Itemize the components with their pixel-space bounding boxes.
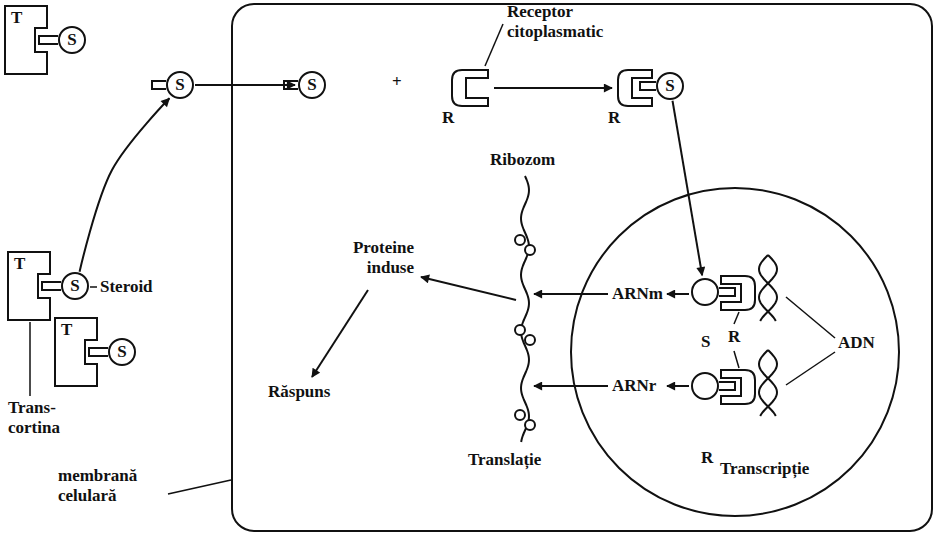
leader-line [29, 322, 31, 396]
ribosome-subunit [515, 325, 525, 335]
transport-arrow [534, 385, 608, 387]
transcription-arrow [667, 293, 689, 295]
molecule-circle: S [691, 278, 719, 306]
transcortin-letter: T [14, 254, 25, 274]
transcortin-shape [55, 318, 97, 386]
translation-arrow [421, 277, 516, 300]
dna-helix [759, 255, 777, 416]
transcortin-letter: T [11, 8, 22, 28]
molecule-circle: S [108, 338, 136, 366]
transcortin-shape [8, 252, 50, 320]
pathway-arrow [195, 84, 295, 86]
molecule-circle: S [58, 26, 86, 54]
ribosome-subunit [515, 410, 525, 420]
leader-line [734, 351, 739, 368]
receptor-shape [618, 70, 652, 106]
ribosome-strand [515, 176, 535, 442]
receptor-letter: R [608, 108, 620, 128]
dna-strand [759, 255, 777, 321]
node-text: R [701, 448, 713, 468]
node-text: S [117, 342, 126, 362]
receptor-label: Receptor citoplasmatic [507, 2, 637, 41]
node-text: S [701, 332, 710, 352]
steroid-label: Steroid [100, 277, 153, 297]
translation-label: Translație [468, 450, 541, 470]
response-arrow [312, 290, 368, 377]
ribosome-subunit [525, 335, 535, 345]
node-text: ADN [838, 333, 875, 353]
steroid-stalk [89, 348, 108, 356]
rna-label: ARNm [612, 284, 663, 304]
cell-membrane [232, 4, 932, 531]
node-text: S [307, 75, 316, 95]
molecule-circle: S [656, 72, 684, 100]
transcription-arrow [667, 385, 689, 387]
node-text: S [70, 276, 79, 296]
nucleus-circle: ADNTranscripțieSR [570, 187, 900, 517]
leader-line [90, 286, 97, 288]
dna-strand [759, 350, 777, 416]
receptor-letter: R [442, 108, 454, 128]
steroid-stalk [42, 282, 61, 290]
molecule-circle: S [61, 272, 89, 300]
receptor-shape [721, 276, 755, 310]
plus-sign: + [392, 72, 402, 92]
ribosome-subunit [525, 420, 535, 430]
transcortin-shape [5, 6, 47, 74]
molecule-circle: R [691, 372, 719, 400]
node-text: S [175, 75, 184, 95]
ribosome-subunit [515, 235, 525, 245]
rna-label: ARNr [612, 376, 656, 396]
dna-strand [759, 255, 777, 321]
receptor-stalk [719, 382, 735, 390]
protein-label: Proteine induse [326, 238, 414, 277]
pathway-arrow [673, 101, 703, 275]
steroid-stalk [39, 36, 58, 44]
pathway-arrow [80, 98, 170, 271]
steroid-stalk [152, 81, 166, 89]
transport-arrow [534, 293, 608, 295]
node-text: S [67, 30, 76, 50]
steroid-stalk [719, 288, 735, 296]
ribosome-label: Ribozom [490, 150, 555, 170]
dna-strand [759, 350, 777, 416]
transcortin-letter: T [61, 320, 72, 340]
membrane-label: membrană celulară [58, 466, 163, 505]
molecule-circle: S [166, 71, 194, 99]
receptor-shape [452, 70, 488, 106]
leader-line [485, 24, 503, 66]
node-text: Transcripție [720, 459, 809, 479]
node-text: S [665, 76, 674, 96]
leader-line [786, 297, 835, 338]
leader-line [734, 312, 739, 324]
transcortin-label: Trans- cortina [8, 398, 80, 437]
binding-arrow [494, 87, 612, 89]
leader-line [168, 480, 231, 494]
receptor-shape [721, 370, 755, 404]
ribosome-subunit [525, 245, 535, 255]
molecule-circle: S [298, 71, 326, 99]
mrna-strand [521, 176, 529, 442]
steroid-stalk [640, 82, 656, 90]
response-label: Răspuns [268, 382, 330, 402]
leader-line [786, 352, 835, 385]
receptor-letter: R [728, 327, 740, 347]
